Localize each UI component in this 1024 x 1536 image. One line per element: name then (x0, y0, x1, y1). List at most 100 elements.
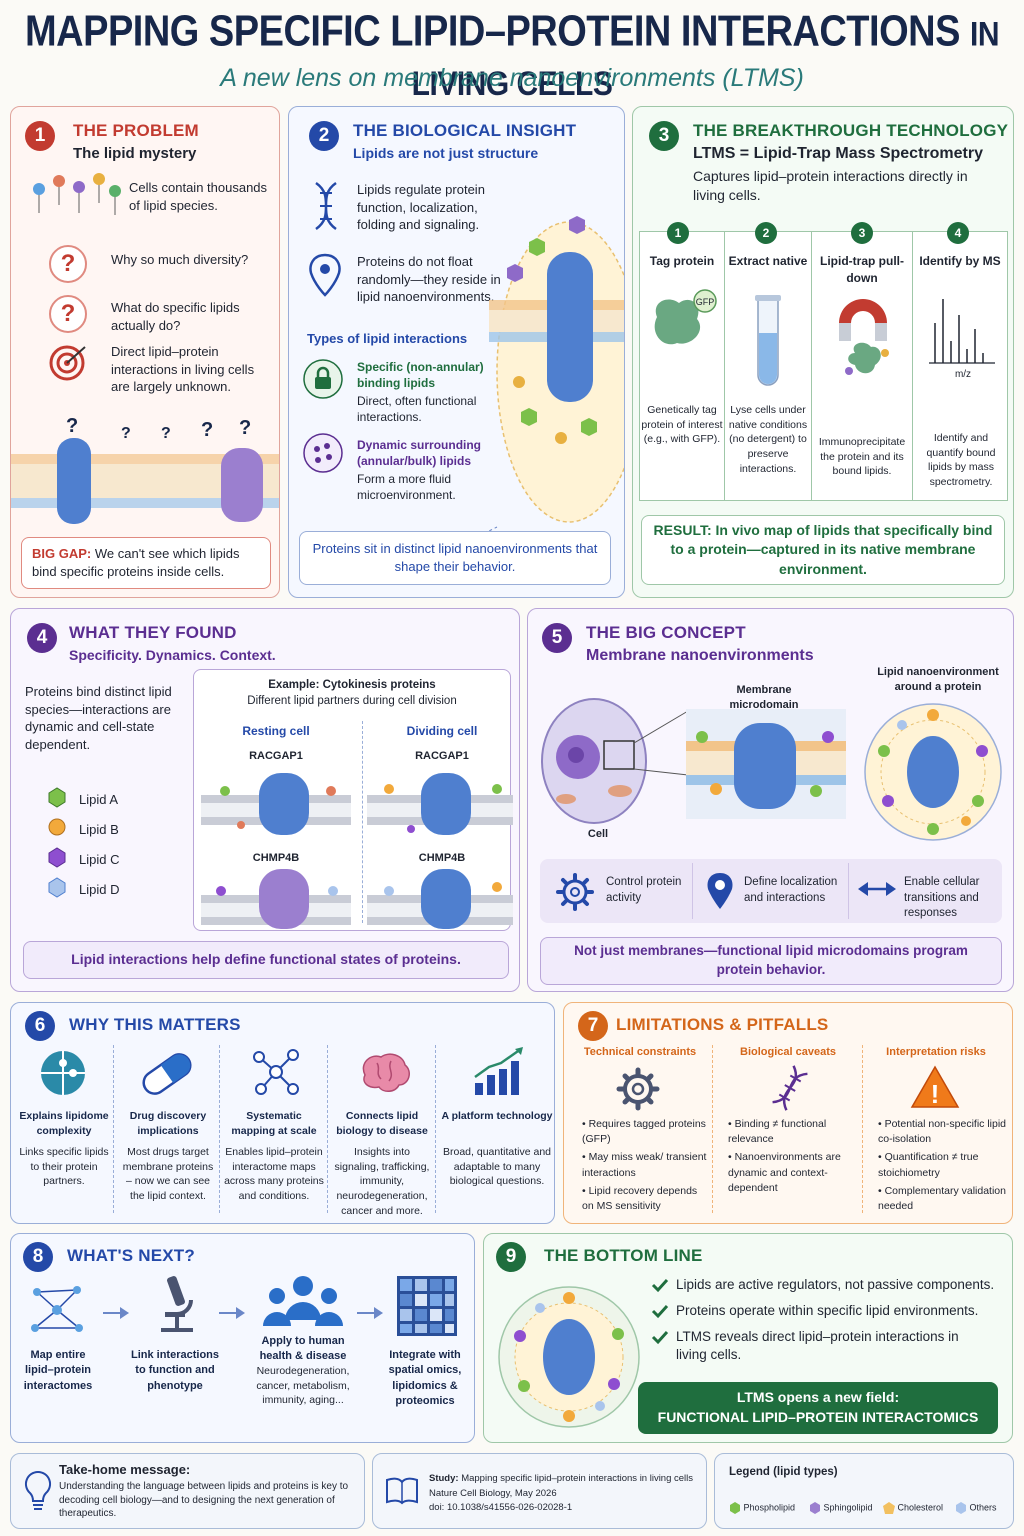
functions-strip (540, 859, 1002, 923)
bullet-item: • Nanoenvironments are dynamic and conte… (728, 1151, 841, 1194)
bullet-text: Complementary validation needed (878, 1184, 1006, 1213)
lightbulb-icon (24, 1470, 52, 1510)
location-pin-icon (309, 253, 341, 297)
new-field-banner: LTMS opens a new field:FUNCTIONAL LIPID–… (638, 1382, 998, 1434)
protein-racgap1: RACGAP1 (415, 750, 469, 762)
panel-why-matters: 6 WHY THIS MATTERS Explains lipidome com… (10, 1002, 555, 1224)
omics-grid-icon (397, 1276, 457, 1336)
panel-subtitle: Lipids are not just structure (353, 145, 539, 161)
take-home-title: Take-home message: (59, 1462, 191, 1477)
network-icon (253, 1049, 299, 1095)
resting-label: Resting cell (242, 724, 310, 738)
big-gap-box: BIG GAP: We can't see which lipids bind … (21, 537, 271, 589)
types-title: Types of lipid interactions (307, 331, 468, 346)
bullet-text: Lipid recovery depends on MS sensitivity (582, 1184, 698, 1213)
bullet-text: Potential non-specific lipid co-isolatio… (878, 1118, 1006, 1146)
type2-text: Form a more fluid microenvironment. (357, 472, 456, 503)
legend-lipid-b: Lipid B (79, 822, 119, 837)
unknown-interactions: Direct lipid–protein interactions in liv… (111, 344, 255, 395)
location-pin-icon (707, 873, 733, 909)
panel-findings: 4 WHAT THEY FOUND Specificity. Dynamics.… (10, 608, 520, 992)
panel-number: 4 (27, 623, 57, 653)
dna-icon (315, 181, 337, 231)
microdomain-label: Membrane microdomain (729, 684, 799, 712)
study-citation: Study: Mapping specific lipid–protein in… (429, 1472, 704, 1516)
hexagon-icon (956, 1502, 966, 1514)
svg-text:?: ? (161, 425, 171, 442)
panel-subtitle: The lipid mystery (73, 145, 197, 162)
bullet-item: • Potential non-specific lipid co-isolat… (878, 1118, 1006, 1146)
panel-bottom-line: 9 THE BOTTOM LINE Lipids are active regu… (483, 1233, 1013, 1443)
step-text: Immunoprecipitate the protein and its bo… (818, 436, 906, 478)
matters-text: Enables lipid–protein interactome maps a… (224, 1146, 324, 1203)
bottom-line-point: LTMS reveals direct lipid–protein intera… (676, 1329, 959, 1363)
test-tube-icon (755, 295, 781, 386)
step-title: Extract native (728, 254, 808, 268)
matters-text: Links specific lipids to their protein p… (19, 1146, 109, 1188)
legend-item-phospholipid: Phospholipid (729, 1502, 795, 1514)
divider (712, 1045, 713, 1213)
cell-label: Cell (587, 828, 609, 840)
bullet-item: • Requires tagged proteins (GFP) (582, 1118, 706, 1146)
findings-box: Lipid interactions help define functiona… (23, 941, 509, 979)
panel-number: 1 (25, 121, 55, 151)
type1-title: Specific (non-annular) binding lipids (357, 360, 484, 391)
step-text: Identify and quantify bound lipids by ma… (926, 432, 996, 489)
panel-title: THE BIG CONCEPT (586, 623, 746, 642)
panel-concept: 5 THE BIG CONCEPT Membrane nanoenvironme… (527, 608, 1014, 992)
brain-icon (362, 1053, 410, 1092)
hexagon-icon (730, 1502, 740, 1514)
bullet-item: • Complementary validation needed (878, 1184, 1006, 1213)
matters-title: A platform technology (441, 1110, 553, 1122)
take-home-box: Take-home message: Understanding the lan… (10, 1453, 365, 1529)
nanoenvironment-illustration (864, 703, 1002, 841)
panel-insight: 2 THE BIOLOGICAL INSIGHT Lipids are not … (288, 106, 625, 598)
panel-number: 8 (23, 1242, 53, 1272)
page-subtitle: A new lens on membrane nanoenvironments … (220, 64, 804, 92)
take-home-text: Understanding the language between lipid… (59, 1481, 349, 1519)
dna-icon (772, 1065, 808, 1111)
legend-item-cholesterol: Cholesterol (883, 1502, 943, 1514)
membrane-illustration: ????? (11, 415, 279, 524)
panel-title: WHAT'S NEXT? (67, 1246, 195, 1265)
panel-number: 7 (578, 1011, 608, 1041)
arrow-right-icon (219, 1307, 245, 1319)
svg-text:?: ? (201, 419, 213, 441)
step-number: 4 (947, 222, 969, 244)
bullet-item: • Quantification ≠ true stoichiometry (878, 1151, 979, 1179)
matters-title: Systematic mapping at scale (231, 1110, 317, 1137)
next-step-title: Apply to human health & disease (259, 1335, 347, 1363)
microscope-icon (161, 1276, 193, 1332)
concept-box: Not just membranes—functional lipid micr… (540, 937, 1002, 985)
limitation-bullets-biological: • Binding ≠ functional relevance • Nanoe… (728, 1117, 856, 1199)
dividing-label: Dividing cell (406, 724, 478, 738)
legend-lipid-d: Lipid D (79, 882, 120, 897)
double-arrow-icon (858, 882, 896, 896)
step-number: 3 (851, 222, 873, 244)
matters-text: Most drugs target membrane proteins – no… (122, 1146, 214, 1203)
limitation-column-title: Technical constraints (583, 1046, 697, 1058)
warning-icon: ! (910, 1065, 960, 1109)
puzzle-globe-icon (41, 1051, 85, 1095)
arrow-right-icon (357, 1307, 383, 1319)
technology-description: Captures lipid–protein interactions dire… (693, 168, 968, 203)
limitation-bullets-interpretation: • Potential non-specific lipid co-isolat… (878, 1117, 1008, 1217)
example-divider (362, 721, 363, 923)
matters-title: Explains lipidome complexity (19, 1110, 109, 1137)
mass-spectrum-chart: m/z (929, 299, 995, 380)
step-text: Lyse cells under native conditions (no d… (728, 404, 808, 475)
warning-mark: ! (931, 1079, 940, 1109)
step-column-1 (639, 231, 725, 501)
matters-text: Broad, quantitative and adaptable to man… (443, 1146, 551, 1188)
mz-axis-label: m/z (955, 369, 971, 380)
magnet-icon (839, 299, 889, 375)
panel-technology: 3 THE BREAKTHROUGH TECHNOLOGY LTMS = Lip… (632, 106, 1014, 598)
result-label: RESULT: (653, 521, 712, 538)
result-box: RESULT: In vivo map of lipids that speci… (641, 515, 1005, 585)
next-step-title: Map entire lipid–protein interactomes (23, 1349, 93, 1392)
nanoenvironment-label: Lipid nanoenvironment around a protein (877, 666, 999, 694)
hexagon-icon (810, 1502, 820, 1514)
next-step-text: Neurodegeneration, cancer, metabolism, i… (256, 1365, 350, 1407)
step-number: 2 (755, 222, 777, 244)
panel-number: 3 (649, 121, 679, 151)
